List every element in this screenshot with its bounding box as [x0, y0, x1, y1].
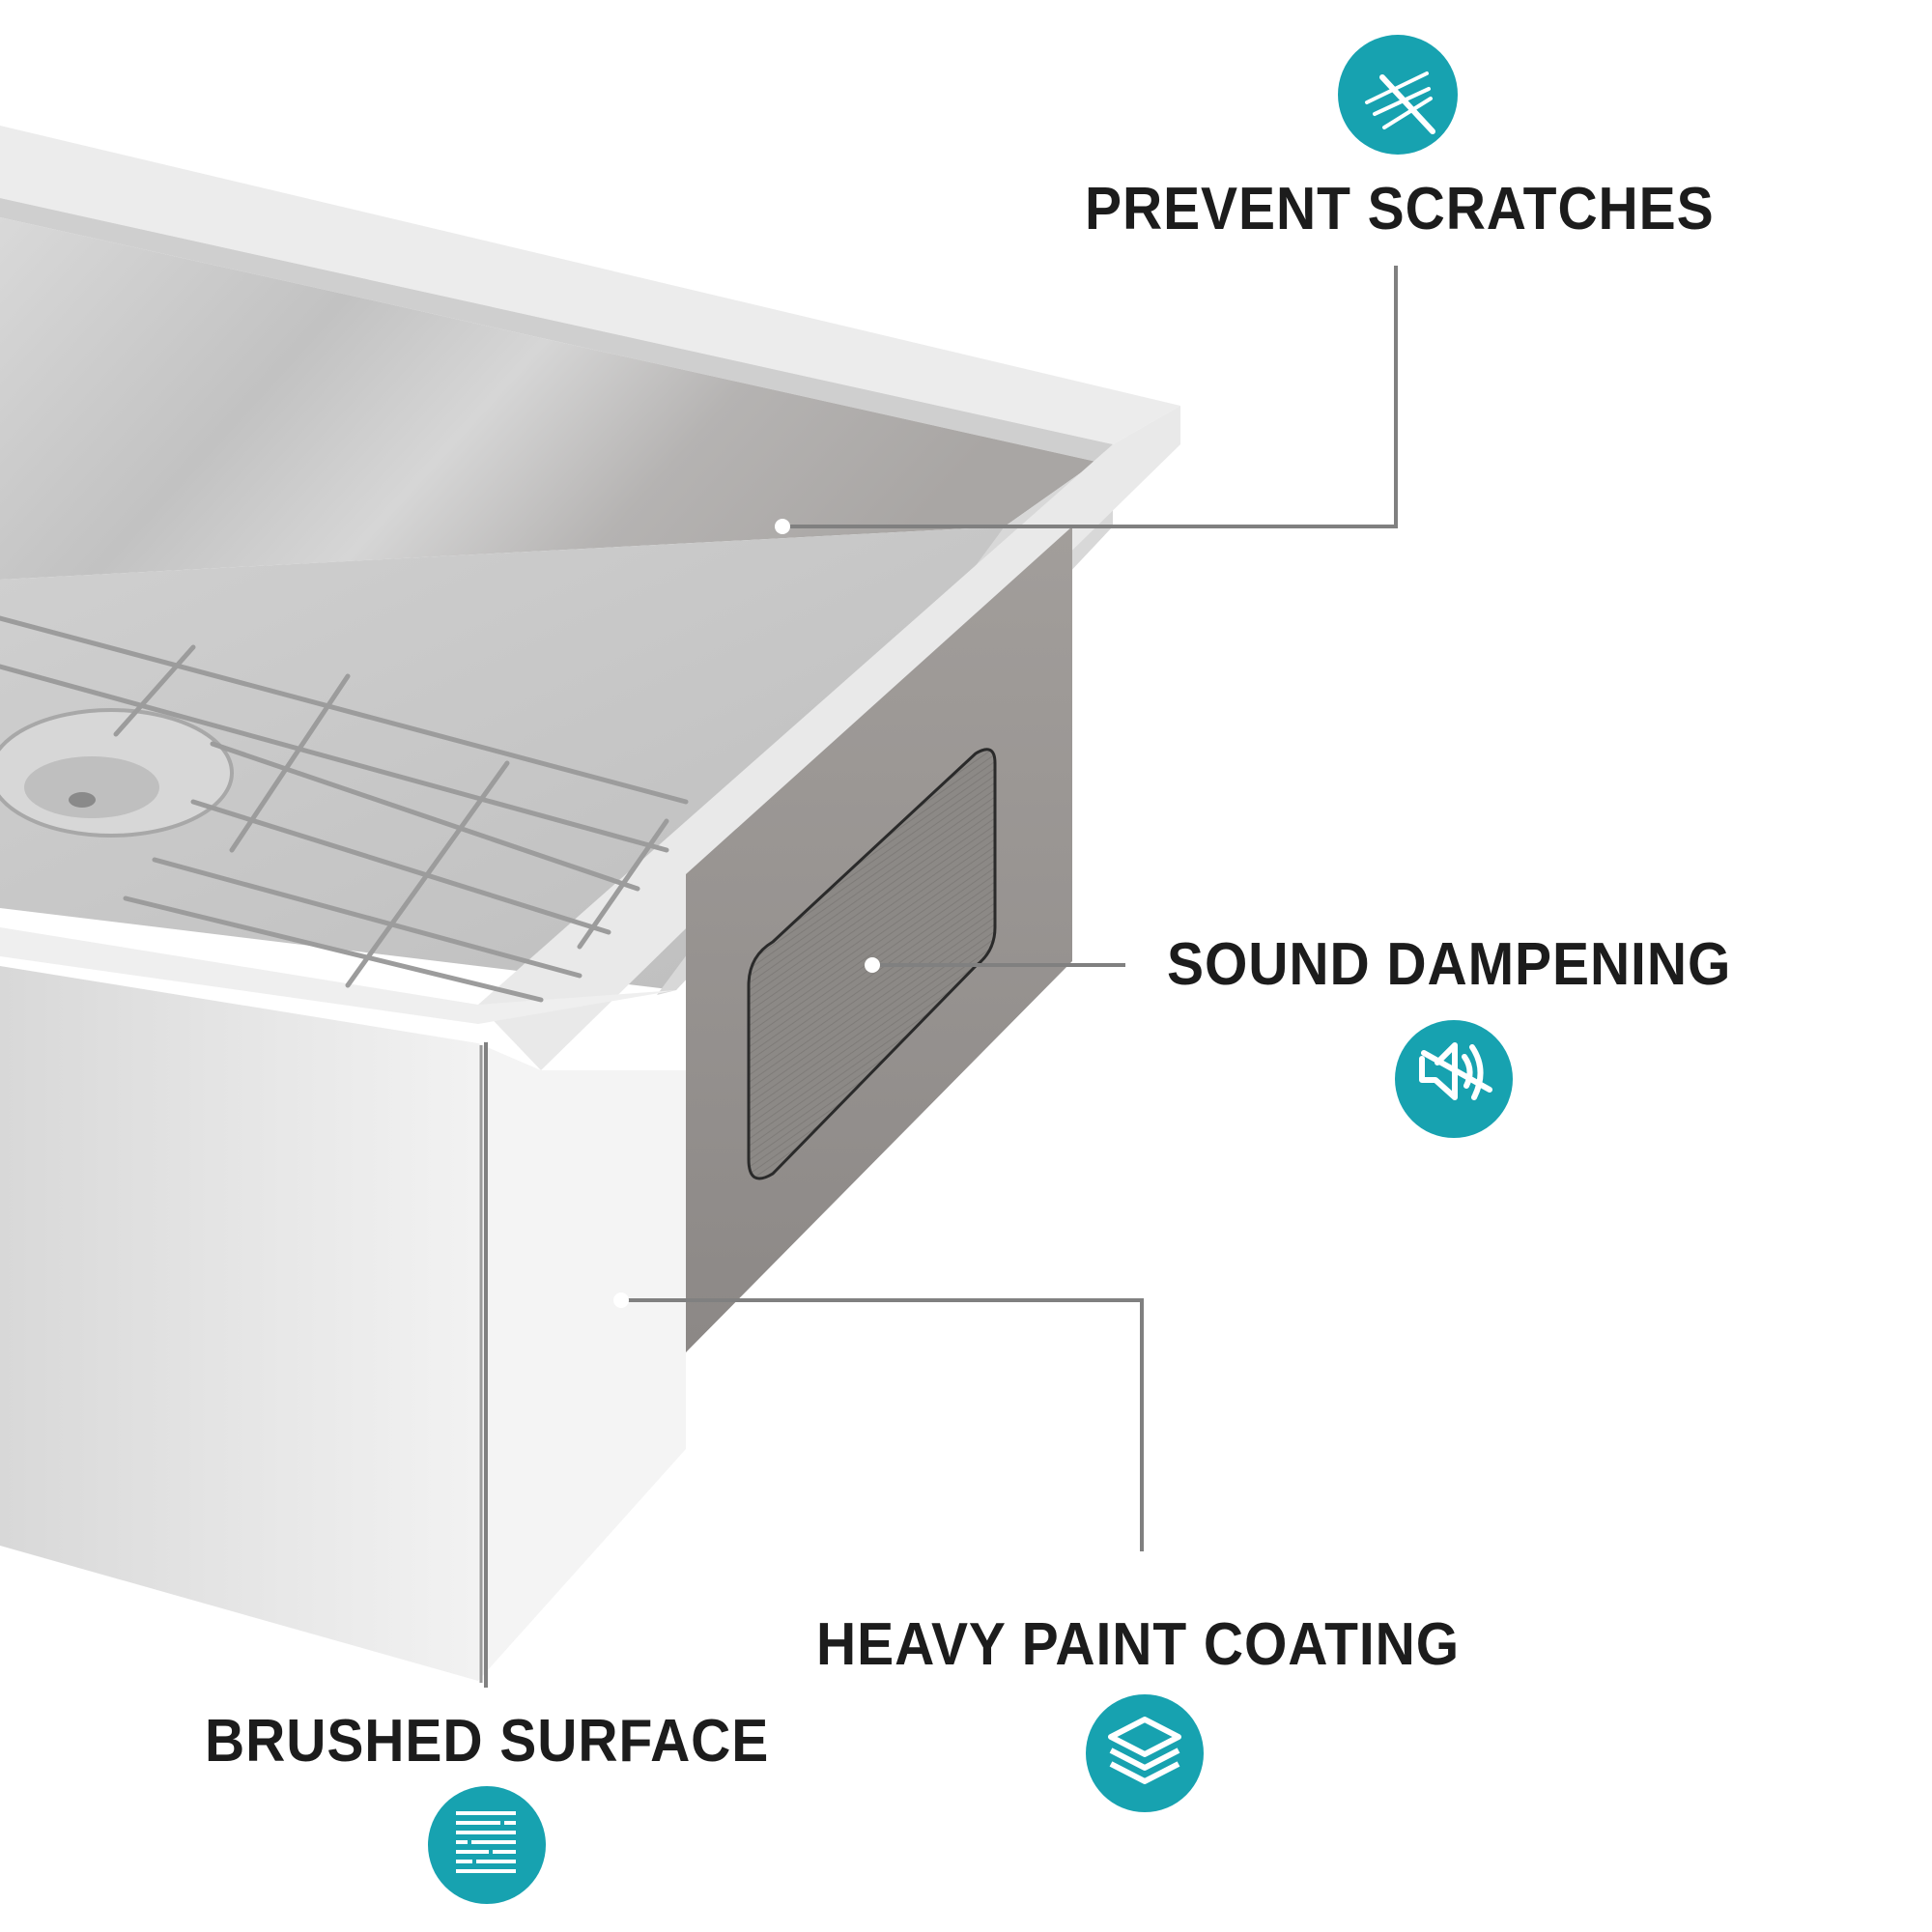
hotspot-dot-paint	[613, 1293, 629, 1308]
leader-line-sound-h	[872, 963, 1125, 967]
leader-line-scratches-h	[782, 525, 1398, 528]
leader-line-paint-v	[1140, 1298, 1144, 1551]
hotspot-dot-sound	[865, 957, 880, 973]
layers-icon	[1086, 1694, 1204, 1812]
leader-line-brushed-v	[484, 1035, 488, 1688]
hotspot-dot-brushed	[478, 1027, 494, 1042]
speaker-muted-icon	[1395, 1020, 1513, 1138]
feature-label-heavy-paint-coating: HEAVY PAINT COATING	[816, 1611, 1461, 1678]
scratch-cross-icon	[1338, 35, 1458, 155]
feature-label-prevent-scratches: PREVENT SCRATCHES	[1085, 176, 1715, 242]
leader-line-paint-h	[621, 1298, 1144, 1302]
feature-label-sound-dampening: SOUND DAMPENING	[1167, 931, 1732, 998]
leader-line-scratches-v	[1394, 266, 1398, 528]
feature-label-brushed-surface: BRUSHED SURFACE	[205, 1708, 770, 1775]
brushed-lines-icon	[428, 1786, 546, 1904]
hotspot-dot-scratches	[775, 519, 790, 534]
